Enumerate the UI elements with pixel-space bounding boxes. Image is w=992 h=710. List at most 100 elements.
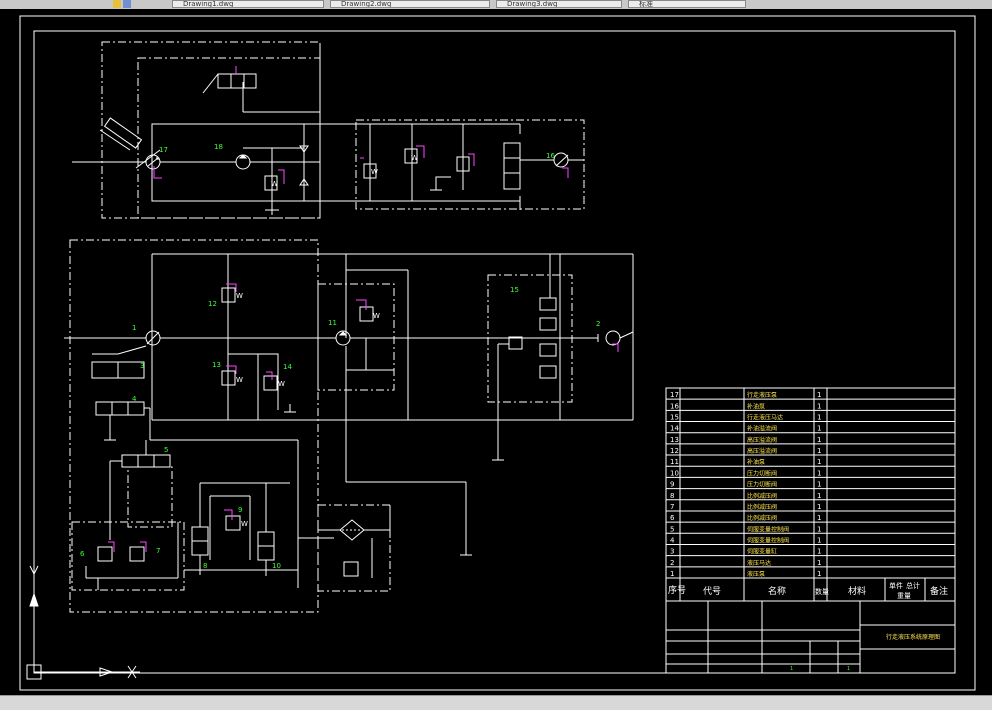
- tab-drawing-2[interactable]: Drawing2.dwg: [330, 0, 490, 8]
- parts-row-no: 15: [670, 414, 679, 422]
- valve-tag: W: [373, 312, 380, 320]
- parts-row-no: 17: [670, 391, 679, 399]
- drawing-title: 行走液压系统原理图: [886, 633, 940, 641]
- parts-row-name: 行走液压泵: [747, 391, 777, 399]
- parts-row-no: 2: [670, 559, 674, 567]
- parts-row-no: 14: [670, 425, 679, 433]
- col-code: 代号: [703, 586, 721, 597]
- valve-tag: W: [236, 376, 243, 384]
- parts-row-qty: 1: [817, 514, 821, 522]
- valve-tag: W: [271, 180, 278, 188]
- parts-row-no: 12: [670, 447, 679, 455]
- upper-right-pilot-lines: [360, 145, 569, 178]
- parts-row-qty: 1: [817, 492, 821, 500]
- parts-row-no: 13: [670, 436, 679, 444]
- parts-row-no: 11: [670, 458, 679, 466]
- parts-row-no: 10: [670, 469, 679, 477]
- parts-row-name: 比例减压阀: [747, 503, 777, 511]
- upper-pilot-lines: [153, 66, 285, 184]
- parts-row-name: 高压溢流阀: [747, 436, 777, 444]
- scale-b: 1: [847, 666, 850, 672]
- main-pilot-lines: [226, 283, 619, 380]
- parts-row-qty: 1: [817, 436, 821, 444]
- parts-row-no: 16: [670, 402, 679, 410]
- parts-row-name: 高压溢流阀: [747, 447, 777, 455]
- col-material: 材料: [848, 585, 866, 597]
- parts-row-name: 液压马达: [747, 559, 771, 567]
- label-c11: 11: [328, 319, 337, 327]
- parts-row-name: 补油泵: [747, 402, 765, 410]
- parts-row-qty: 1: [817, 391, 821, 399]
- parts-row-name: 伺服变量控制阀: [747, 536, 789, 544]
- parts-row-no: 5: [670, 525, 674, 533]
- outer-frame: [19, 15, 976, 691]
- valve-tag: W: [278, 380, 285, 388]
- parts-row-name: 液压泵: [747, 570, 765, 578]
- parts-row-name: 伺服变量缸: [747, 548, 777, 556]
- cube-icon[interactable]: [123, 0, 131, 8]
- layer-icon[interactable]: [113, 0, 121, 8]
- parts-row-qty: 1: [817, 425, 821, 433]
- parts-row-qty: 1: [817, 525, 821, 533]
- label-c1: 1: [132, 324, 136, 332]
- parts-row-qty: 1: [817, 469, 821, 477]
- label-c7: 7: [156, 547, 160, 555]
- parts-row-qty: 1: [817, 447, 821, 455]
- label-c18: 18: [214, 143, 223, 151]
- parts-row-name: 伺服变量控制阀: [747, 525, 789, 533]
- parts-row-qty: 1: [817, 402, 821, 410]
- parts-row-name: 压力切断阀: [747, 481, 777, 489]
- label-c14: 14: [283, 363, 292, 371]
- parts-row-qty: 1: [817, 481, 821, 489]
- parts-row-name: 补油溢流阀: [747, 425, 777, 433]
- parts-row-no: 8: [670, 492, 674, 500]
- label-c13: 13: [212, 361, 221, 369]
- scale-a: 1: [790, 666, 793, 672]
- label-c15: 15: [510, 286, 519, 294]
- parts-row-no: 1: [670, 570, 674, 578]
- col-seq: 序号: [668, 584, 686, 596]
- parts-row-name: 补油泵: [747, 458, 765, 466]
- label-c9: 9: [238, 506, 242, 514]
- parts-row-qty: 1: [817, 570, 821, 578]
- upper-pump-group: [72, 41, 321, 219]
- parts-row-no: 3: [670, 548, 674, 556]
- label-c4: 4: [132, 395, 137, 403]
- label-c16: 16: [546, 152, 555, 160]
- valve-tag: W: [371, 168, 378, 176]
- proportional-valve-group: [71, 466, 334, 591]
- filter-group: [317, 504, 391, 592]
- tab-drawing-3[interactable]: Drawing3.dwg: [496, 0, 622, 8]
- ucs-axis-icon: [26, 565, 140, 680]
- label-c3: 3: [140, 362, 144, 370]
- label-c17: 17: [159, 146, 168, 154]
- tab-drawing-4[interactable]: 标准: [628, 0, 746, 8]
- parts-row-name: 比例减压阀: [747, 514, 777, 522]
- label-c2: 2: [596, 320, 600, 328]
- label-c6: 6: [80, 550, 85, 558]
- col-single: 单件: [889, 581, 903, 590]
- col-name: 名称: [768, 585, 786, 597]
- servo-control-group: [91, 345, 299, 588]
- parts-row-name: 压力切断阀: [747, 469, 777, 477]
- label-c8: 8: [203, 562, 207, 570]
- col-remarks: 备注: [930, 585, 948, 597]
- tab-drawing-1[interactable]: Drawing1.dwg: [172, 0, 324, 8]
- parts-row-name: 行走液压马达: [747, 414, 783, 422]
- parts-row-no: 4: [670, 536, 675, 544]
- parts-row-no: 7: [670, 503, 674, 511]
- parts-row-no: 9: [670, 481, 674, 489]
- col-weight: 重量: [897, 592, 911, 600]
- parts-row-qty: 1: [817, 458, 821, 466]
- label-c12: 12: [208, 300, 217, 308]
- parts-row-name: 比例减压阀: [747, 492, 777, 500]
- col-total: 总计: [906, 581, 920, 590]
- col-qty: 数量: [815, 587, 829, 596]
- parts-row-qty: 1: [817, 503, 821, 511]
- label-c10: 10: [272, 562, 281, 570]
- status-bar: [0, 695, 992, 710]
- valve-tag: W: [411, 154, 418, 162]
- document-tab-bar: Drawing1.dwg Drawing2.dwg Drawing3.dwg 标…: [0, 0, 992, 9]
